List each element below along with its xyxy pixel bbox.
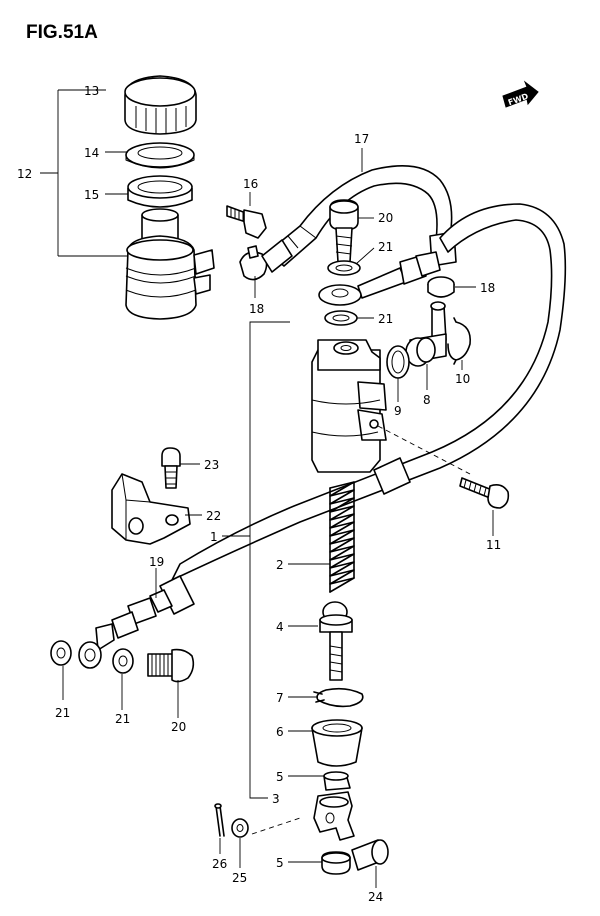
leader-lines bbox=[40, 89, 494, 888]
washer-21-a bbox=[327, 260, 361, 276]
circlip-7 bbox=[313, 687, 364, 708]
return-spring bbox=[329, 481, 355, 593]
callout-12: 12 bbox=[17, 167, 32, 181]
hose-banjo-upper bbox=[318, 251, 441, 306]
callout-23: 23 bbox=[204, 458, 219, 472]
callout-20-lower: 20 bbox=[171, 720, 186, 734]
master-cylinder-body bbox=[311, 339, 387, 473]
piston bbox=[319, 601, 353, 681]
reservoir-body bbox=[125, 208, 215, 320]
callout-3: 3 bbox=[272, 792, 280, 806]
clamp-18-left bbox=[239, 245, 268, 281]
o-ring-9 bbox=[386, 345, 410, 379]
callout-8: 8 bbox=[423, 393, 431, 407]
bolt-23 bbox=[161, 447, 181, 489]
callout-20-upper: 20 bbox=[378, 211, 393, 225]
callout-5-lower: 5 bbox=[276, 856, 284, 870]
callout-6: 6 bbox=[276, 725, 284, 739]
callout-16: 16 bbox=[243, 177, 258, 191]
callout-11: 11 bbox=[486, 538, 501, 552]
callout-2: 2 bbox=[276, 558, 284, 572]
dust-boot-6 bbox=[311, 719, 363, 767]
callout-5-upper: 5 bbox=[276, 770, 284, 784]
callout-10: 10 bbox=[455, 372, 470, 386]
reservoir-assembly bbox=[124, 75, 215, 320]
callout-21-c: 21 bbox=[55, 706, 70, 720]
washer-21-d bbox=[112, 648, 134, 674]
union-bolt-20-lower bbox=[147, 648, 195, 683]
callout-labels: 12 13 14 15 16 18 17 20 21 21 18 10 9 8 … bbox=[17, 84, 501, 904]
fwd-arrow-icon: FWD bbox=[502, 80, 539, 108]
callout-18-right: 18 bbox=[480, 281, 495, 295]
callout-18-left: 18 bbox=[249, 302, 264, 316]
callout-21-a: 21 bbox=[378, 240, 393, 254]
clamp-18-right bbox=[427, 276, 455, 298]
bolt-16 bbox=[226, 205, 267, 239]
callout-9: 9 bbox=[394, 404, 402, 418]
callout-15: 15 bbox=[84, 188, 99, 202]
union-bolt-20-upper bbox=[329, 199, 359, 263]
callout-21-d: 21 bbox=[115, 712, 130, 726]
callout-21-b: 21 bbox=[378, 312, 393, 326]
diaphragm bbox=[127, 175, 193, 208]
circlip-10 bbox=[447, 317, 472, 365]
washer-25 bbox=[231, 818, 249, 838]
cotter-pin-26 bbox=[214, 803, 225, 837]
lock-nut-5-upper bbox=[323, 771, 351, 791]
diaphragm-plate bbox=[125, 142, 195, 169]
reservoir-cap bbox=[124, 75, 197, 135]
figure-title: FIG.51A bbox=[26, 22, 98, 43]
callout-26: 26 bbox=[212, 857, 227, 871]
callout-17: 17 bbox=[354, 132, 369, 146]
callout-25: 25 bbox=[232, 871, 247, 885]
brake-hose-19 bbox=[78, 203, 567, 669]
lock-nut-5-lower bbox=[321, 851, 351, 875]
callout-14: 14 bbox=[84, 146, 99, 160]
mounting-bolt-11 bbox=[459, 477, 510, 509]
callout-22: 22 bbox=[206, 509, 221, 523]
callout-24: 24 bbox=[368, 890, 383, 904]
clevis-pin-24 bbox=[351, 839, 389, 871]
callout-13: 13 bbox=[84, 84, 99, 98]
callout-7: 7 bbox=[276, 691, 284, 705]
callout-19: 19 bbox=[149, 555, 164, 569]
inlet-fitting-8 bbox=[405, 301, 447, 367]
callout-4: 4 bbox=[276, 620, 284, 634]
washer-21-b bbox=[324, 310, 358, 326]
rod-end-3 bbox=[313, 791, 355, 841]
washer-21-c bbox=[50, 640, 72, 666]
bracket-22 bbox=[111, 473, 191, 545]
callout-1: 1 bbox=[210, 530, 218, 544]
